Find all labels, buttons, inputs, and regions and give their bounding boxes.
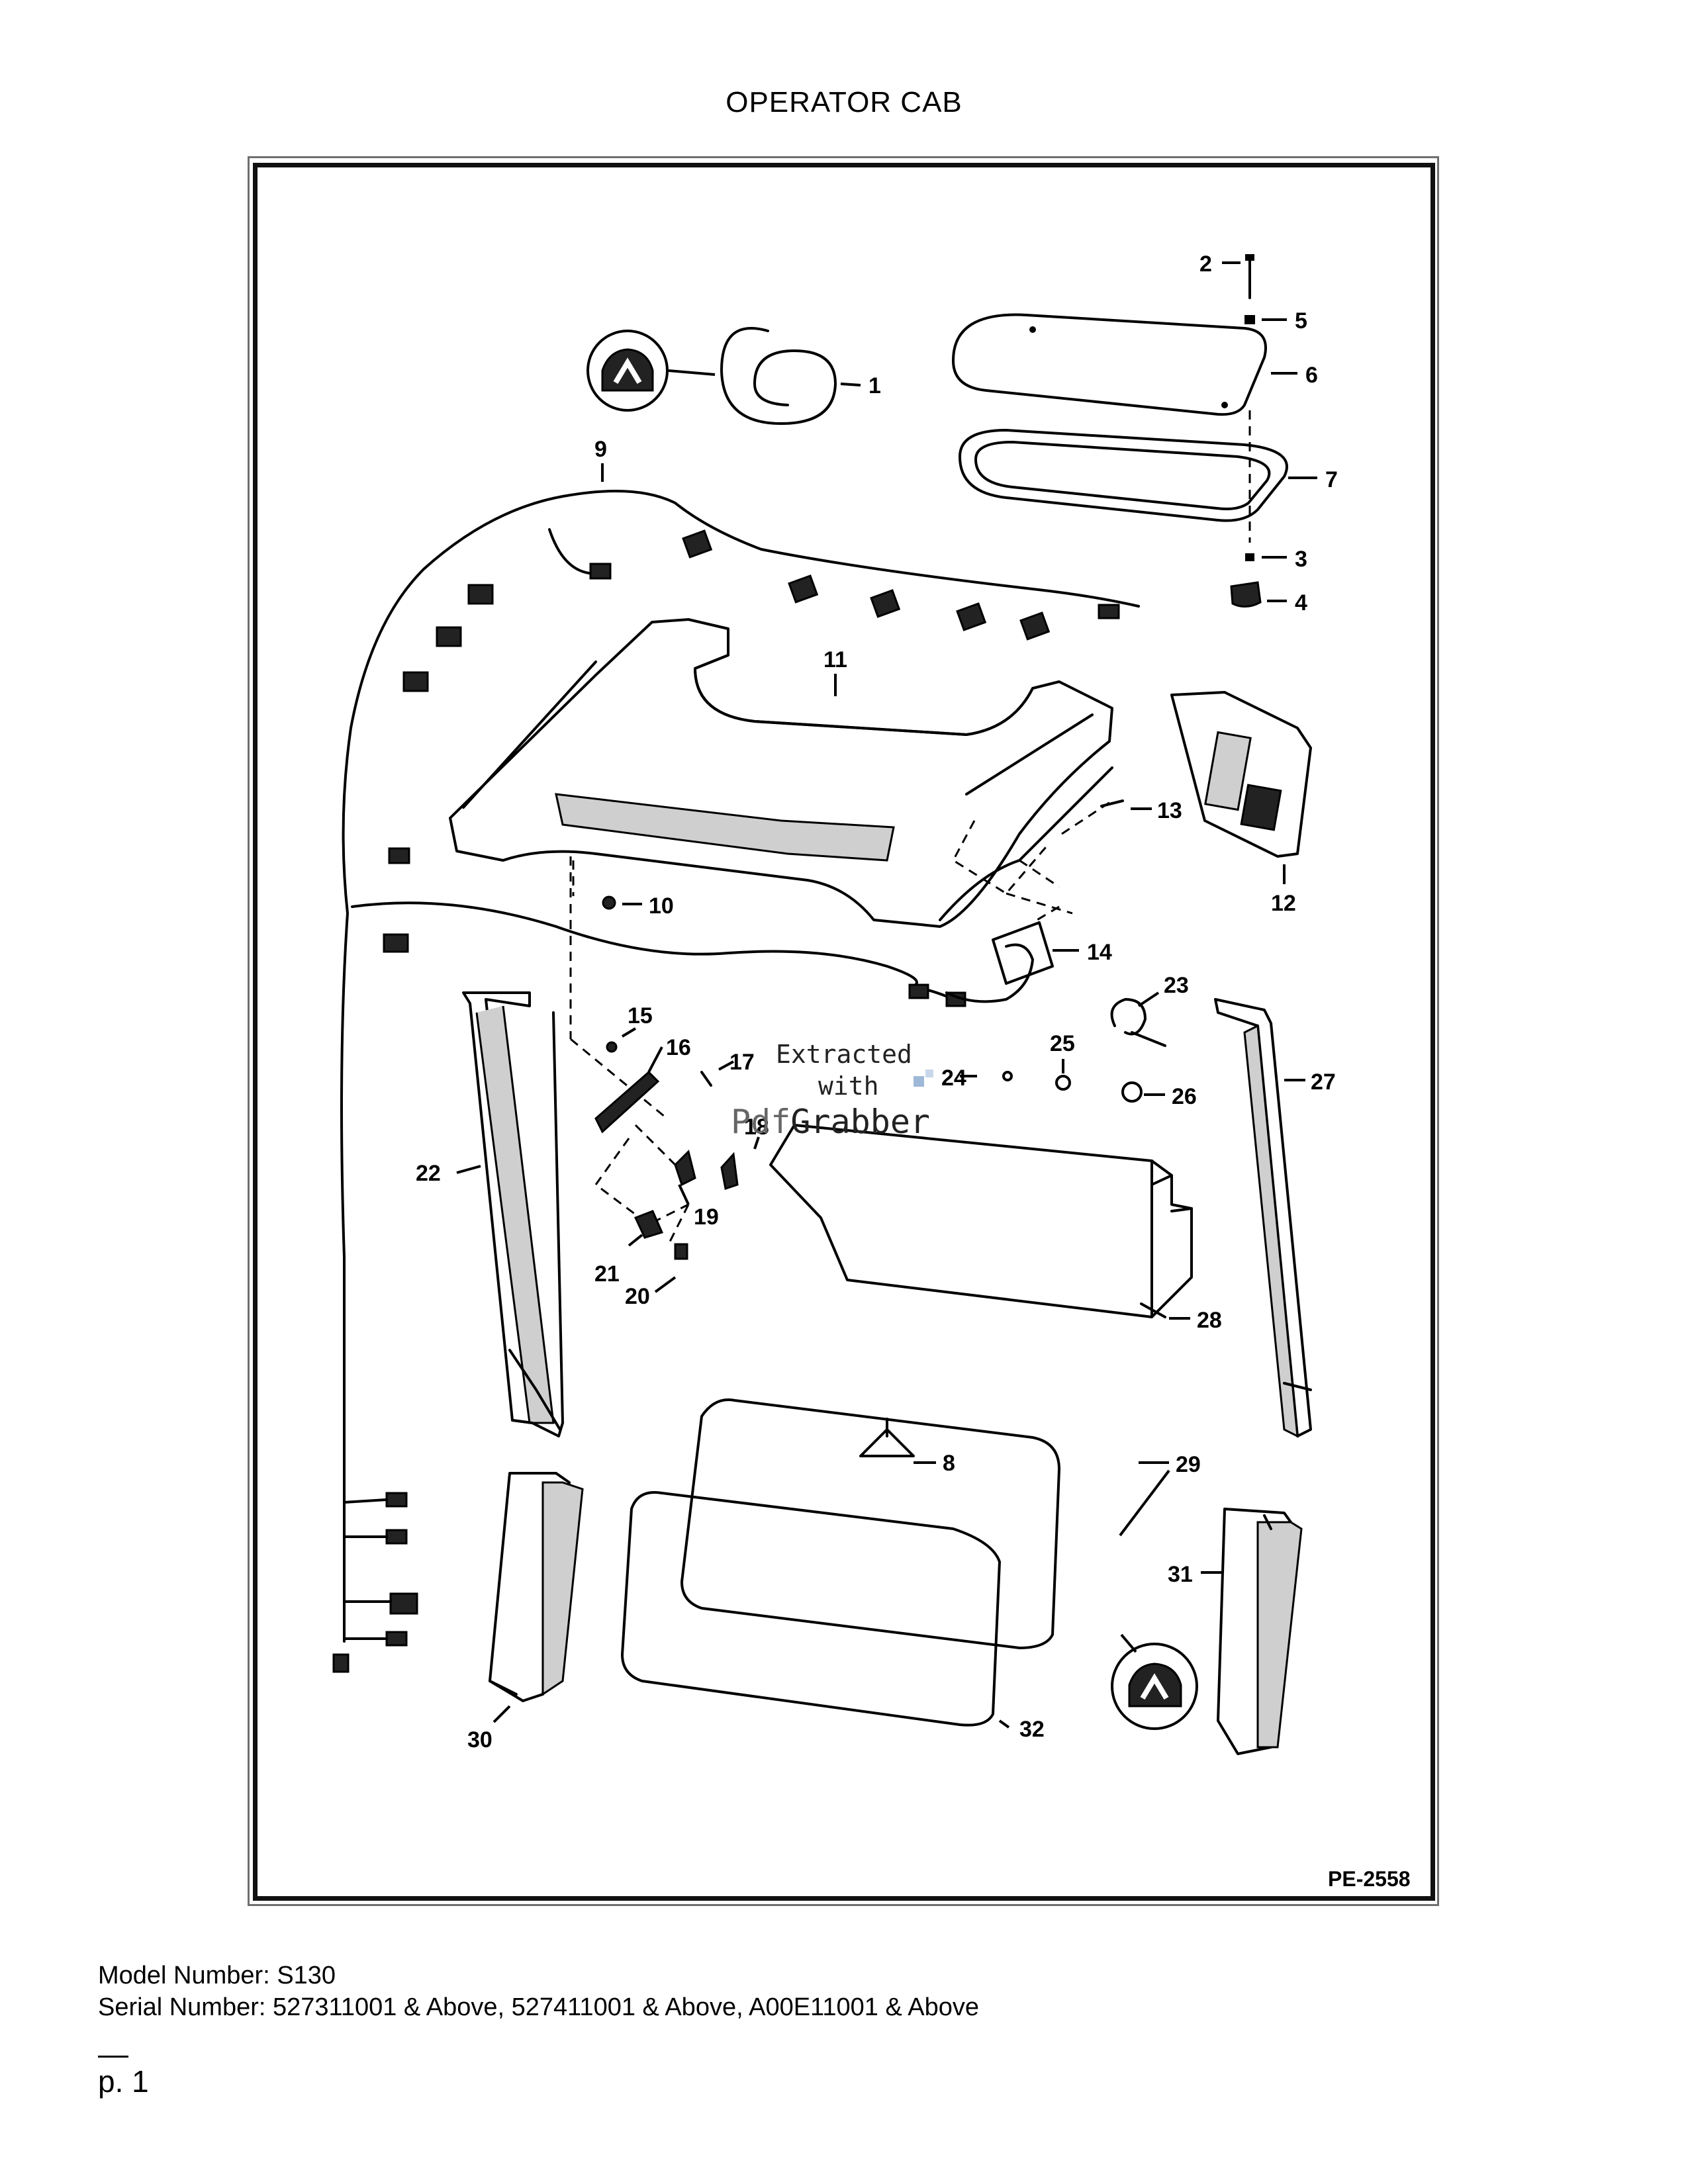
callout-24: 24 <box>941 1066 966 1091</box>
part-14-light <box>945 905 1079 1003</box>
diagram-frame-outer <box>248 156 1439 1906</box>
part-22-left-post-trim <box>456 991 564 1437</box>
watermark-line1: Extracted <box>776 1040 912 1069</box>
watermark-logo-icon <box>914 1076 924 1087</box>
part-11-headliner <box>449 618 1113 928</box>
latch-hardware <box>569 856 760 1293</box>
part-9-wire-harness <box>332 463 1140 1673</box>
callout-7: 7 <box>1325 467 1338 492</box>
callout-16: 16 <box>666 1035 691 1060</box>
watermark-brand: PdfGrabber <box>731 1103 930 1141</box>
page-number: p. 1 <box>98 2064 149 2099</box>
callout-12: 12 <box>1271 891 1296 916</box>
callout-18: 18 <box>744 1115 769 1140</box>
part-12-dome-light <box>1170 691 1312 884</box>
callout-30: 30 <box>467 1727 492 1752</box>
callout-9: 9 <box>594 437 607 462</box>
callout-5: 5 <box>1295 308 1307 334</box>
callout-27: 27 <box>1311 1069 1336 1095</box>
part-31-right-lower-trim <box>1201 1508 1303 1755</box>
part-1-seal <box>586 327 861 425</box>
model-number: Model Number: S130 <box>98 1962 336 1989</box>
serial-number: Serial Number: 527311001 & Above, 527411… <box>98 1993 980 2021</box>
watermark-line2: with <box>818 1071 879 1101</box>
callout-10: 10 <box>649 893 674 919</box>
callout-3: 3 <box>1295 547 1307 572</box>
pdfgrabber-watermark: Extracted with PdfGrabber <box>731 1040 933 1141</box>
watermark-brand-b: Grabber <box>790 1103 930 1141</box>
callout-14: 14 <box>1087 940 1112 965</box>
watermark-logo-icon-2 <box>925 1069 933 1077</box>
callout-11: 11 <box>823 647 847 672</box>
callout-26: 26 <box>1172 1084 1197 1109</box>
callout-19: 19 <box>694 1205 719 1230</box>
callout-29: 29 <box>1176 1452 1201 1477</box>
part-27-right-post-trim <box>1214 998 1312 1438</box>
watermark-brand-a: Pdf <box>731 1103 790 1141</box>
part-30-left-lower-trim <box>489 1472 584 1723</box>
roof-window-stack <box>952 254 1317 608</box>
callout-labels: 1 2 3 4 5 6 7 8 9 10 11 12 13 14 15 16 1… <box>416 251 1338 1752</box>
callout-2: 2 <box>1199 251 1212 277</box>
diagram-frame <box>253 163 1435 1901</box>
callout-32: 32 <box>1019 1717 1045 1742</box>
footer-rule <box>98 2056 128 2058</box>
callout-8: 8 <box>943 1451 955 1476</box>
callout-20: 20 <box>625 1284 650 1309</box>
part-13-screw <box>1061 799 1152 835</box>
callout-21: 21 <box>594 1261 620 1287</box>
part-28-rear-panel <box>769 1124 1193 1320</box>
callout-25: 25 <box>1050 1031 1075 1056</box>
callout-28: 28 <box>1197 1308 1222 1333</box>
callout-6: 6 <box>1305 363 1318 388</box>
callout-22: 22 <box>416 1161 441 1186</box>
callout-13: 13 <box>1157 798 1182 823</box>
callout-4: 4 <box>1295 590 1307 615</box>
callout-15: 15 <box>628 1003 653 1028</box>
page-title: OPERATOR CAB <box>726 86 962 118</box>
drawing-id: PE-2558 <box>1328 1867 1411 1891</box>
door-glass-assembly <box>621 1330 1198 1730</box>
callout-17: 17 <box>729 1050 755 1075</box>
part-10-push-pin <box>572 860 642 910</box>
callout-1: 1 <box>868 373 881 398</box>
small-parts-23-26 <box>960 991 1166 1103</box>
callout-31: 31 <box>1168 1562 1193 1587</box>
callout-23: 23 <box>1164 973 1189 998</box>
